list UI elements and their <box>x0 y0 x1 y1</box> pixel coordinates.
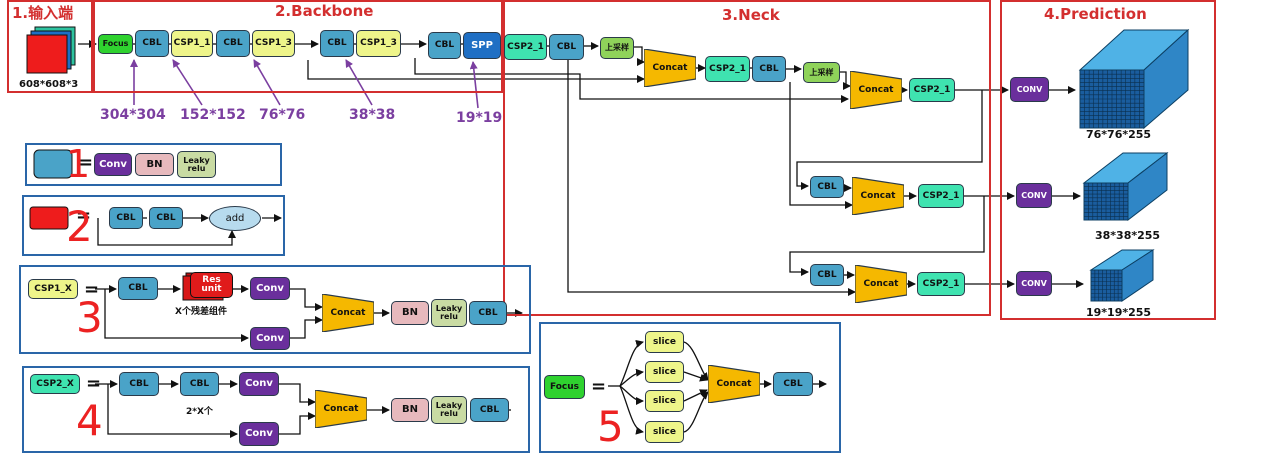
legend-1-frame <box>25 143 282 186</box>
slice-block: slice <box>645 331 684 353</box>
output-tensor-medium <box>1082 151 1169 222</box>
bn-block: BN <box>391 398 429 422</box>
bn-block: BN <box>135 153 174 176</box>
leaky-relu-block: Leaky relu <box>431 396 467 424</box>
spp-block: SPP <box>463 32 501 59</box>
cbl-block: CBL <box>135 30 169 57</box>
output-tensor-small <box>1089 249 1155 302</box>
cbl-block: CBL <box>320 30 354 57</box>
output-size-label: 76*76*255 <box>1086 128 1152 141</box>
upsample-block: 上采样 <box>803 62 840 83</box>
legend-number: 4 <box>76 396 103 445</box>
cbl-block: CBL <box>118 277 158 300</box>
output-size-label: 19*19*255 <box>1086 306 1152 319</box>
res-unit-caption: X个残差组件 <box>175 307 227 317</box>
prediction-frame <box>1000 0 1216 320</box>
concat-block: Concat <box>855 265 907 303</box>
csp2-1-block: CSP2_1 <box>909 78 955 102</box>
legend-5-frame <box>539 322 841 453</box>
cbl-block: CBL <box>216 30 250 57</box>
focus-block: Focus <box>98 34 133 54</box>
concat-block: Concat <box>644 49 696 87</box>
conv-block: Conv <box>250 327 290 350</box>
legend-3-frame <box>19 265 531 354</box>
equals-sign: = <box>86 373 102 394</box>
conv-block: Conv <box>239 372 279 396</box>
cbl-block: CBL <box>109 207 143 229</box>
title-neck: 3.Neck <box>722 6 780 24</box>
size-label: 38*38 <box>349 107 396 123</box>
size-label: 304*304 <box>100 107 166 123</box>
legend-number: 5 <box>597 402 624 451</box>
input-frame <box>7 0 93 93</box>
equals-sign: = <box>591 376 607 397</box>
legend-number: 3 <box>76 293 103 342</box>
csp2-1-block: CSP2_1 <box>504 34 547 60</box>
conv-block: Conv <box>239 422 279 446</box>
cbl-block: CBL <box>752 56 786 82</box>
csp2-caption: 2*X个 <box>186 407 213 417</box>
legend-2-frame <box>22 195 285 256</box>
csp2-1-block: CSP2_1 <box>918 184 964 208</box>
csp1-3-block: CSP1_3 <box>356 30 401 57</box>
upsample-block: 上采样 <box>600 37 634 59</box>
cbl-block: CBL <box>180 372 219 396</box>
size-label: 19*19 <box>456 110 503 126</box>
bn-block: BN <box>391 301 429 325</box>
backbone-frame <box>93 0 503 93</box>
cbl-block: CBL <box>810 264 844 286</box>
concat-block: Concat <box>315 390 367 428</box>
cbl-block: CBL <box>149 207 183 229</box>
concat-block: Concat <box>708 365 760 403</box>
legend-number: 2 <box>66 202 93 251</box>
neck-frame <box>503 0 991 316</box>
csp2-1-block: CSP2_1 <box>917 272 965 296</box>
output-size-label: 38*38*255 <box>1095 229 1161 242</box>
slice-block: slice <box>645 421 684 443</box>
title-backbone: 2.Backbone <box>275 2 374 20</box>
res-unit-swatch <box>29 206 69 230</box>
size-label: 152*152 <box>180 107 246 123</box>
csp2-1-block: CSP2_1 <box>705 56 750 82</box>
csp1-3-block: CSP1_3 <box>252 30 295 57</box>
cbl-block: CBL <box>549 34 584 60</box>
cbl-block: CBL <box>428 32 461 59</box>
slice-block: slice <box>645 361 684 383</box>
equals-sign: = <box>76 205 92 226</box>
title-prediction: 4.Prediction <box>1044 5 1147 23</box>
title-input: 1.输入端 <box>12 4 74 22</box>
size-label: 76*76 <box>259 107 306 123</box>
leaky-relu-block: Leaky relu <box>177 151 216 178</box>
input-image-icon <box>26 26 76 74</box>
output-tensor-large <box>1078 28 1190 130</box>
cbl-block: CBL <box>119 372 159 396</box>
cbl-block: CBL <box>470 398 509 422</box>
conv-block: CONV <box>1010 77 1049 102</box>
csp1-1-block: CSP1_1 <box>171 30 213 57</box>
equals-sign: = <box>78 152 94 173</box>
cbl-block: CBL <box>810 176 844 198</box>
equals-sign: = <box>84 279 100 300</box>
legend-number: 1 <box>66 142 91 186</box>
cbl-block: CBL <box>469 301 507 325</box>
leaky-relu-block: Leaky relu <box>431 299 467 327</box>
conv-block: Conv <box>250 277 290 300</box>
slice-block: slice <box>645 390 684 412</box>
conv-block: Conv <box>94 153 132 176</box>
conv-block: CONV <box>1016 271 1052 296</box>
cbl-block: CBL <box>773 372 813 396</box>
focus-block: Focus <box>544 375 585 399</box>
concat-block: Concat <box>322 294 374 332</box>
concat-block: Concat <box>852 177 904 215</box>
conv-block: CONV <box>1016 183 1052 208</box>
input-size-label: 608*608*3 <box>19 79 79 90</box>
add-block: add <box>209 206 261 231</box>
legend-4-frame <box>22 366 530 453</box>
res-unit-block: Res unit <box>190 272 233 298</box>
cbl-swatch <box>33 149 73 179</box>
csp1-x-label: CSP1_X <box>28 279 78 299</box>
concat-block: Concat <box>850 71 902 109</box>
csp2-x-label: CSP2_X <box>30 374 80 394</box>
